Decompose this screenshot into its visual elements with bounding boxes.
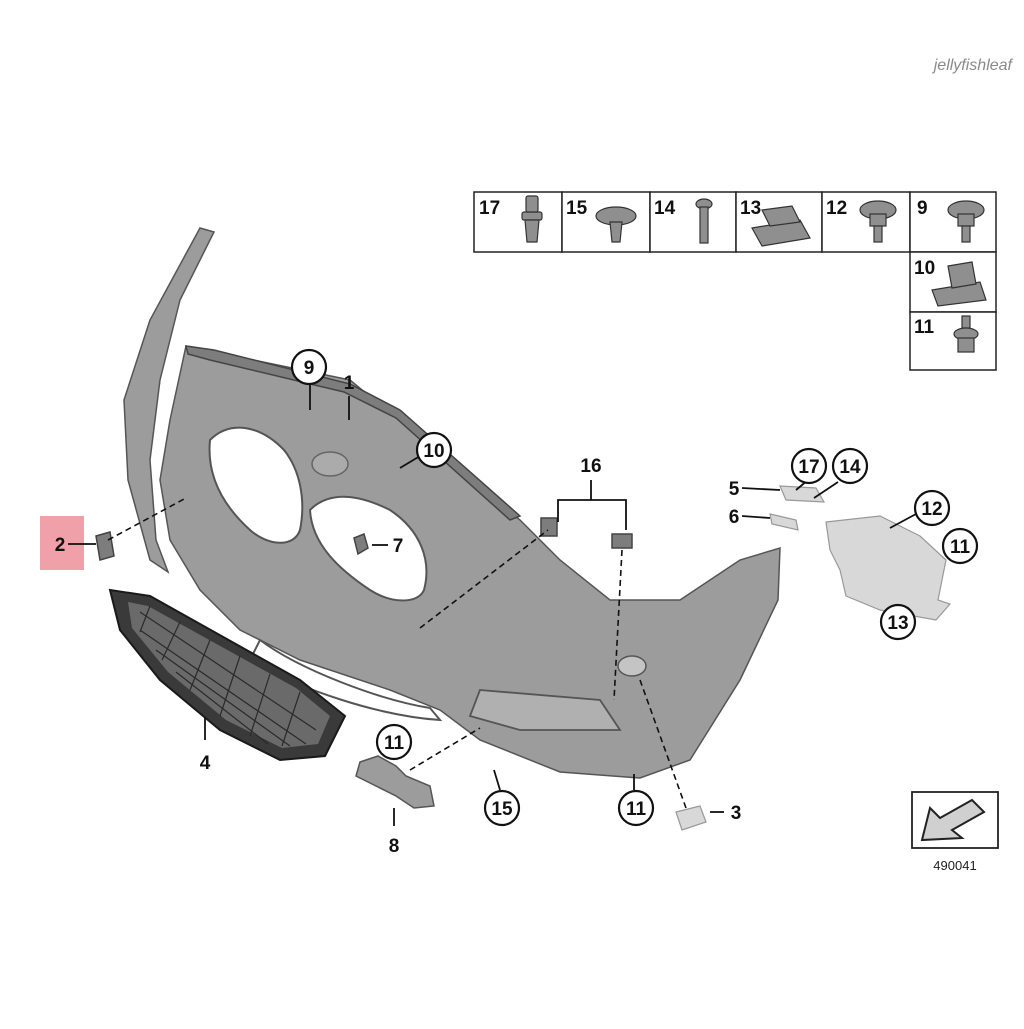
mount-bracket [355, 755, 435, 809]
clip-part [353, 532, 369, 556]
callout-label: 11 [384, 733, 405, 754]
hw-label: 9 [917, 198, 928, 219]
callout-label: 14 [839, 457, 861, 478]
hw-cell-9 [909, 191, 997, 253]
callout-circle [290, 348, 328, 386]
callout-circle [913, 489, 951, 527]
hw-label: 17 [479, 198, 500, 219]
callout-label: 4 [200, 753, 211, 774]
callout-label: 9 [304, 358, 315, 379]
cap-part [95, 531, 115, 561]
callout-label: 11 [950, 537, 971, 558]
screw-icon [695, 198, 713, 244]
callout-circle [483, 789, 521, 827]
hw-cell-14 [649, 191, 737, 253]
bolt-icon [953, 315, 979, 353]
callout-circle [415, 431, 453, 469]
hw-label: 15 [566, 198, 588, 219]
hardware-table: 17 15 14 13 12 9 10 11 [473, 191, 997, 371]
push-clip-icon [595, 206, 637, 243]
callout-label: 7 [393, 536, 404, 557]
callout-label: 13 [887, 613, 908, 634]
bolt-part [769, 513, 799, 531]
hw-label: 14 [654, 198, 676, 219]
direction-box: 490041 [911, 791, 999, 873]
bolt-icon [859, 200, 897, 243]
hw-label: 13 [740, 198, 761, 219]
hw-cell-11 [909, 311, 997, 371]
clip-nut-icon [751, 205, 811, 247]
bracket-part [540, 517, 558, 537]
callout-label: 12 [921, 499, 942, 520]
leader-lines [68, 384, 917, 826]
front-bumper [123, 227, 781, 779]
highlight-box [40, 516, 84, 570]
spring-clip-icon [931, 261, 987, 307]
hw-cell-17 [473, 191, 563, 253]
tow-cover [675, 805, 707, 831]
callout-label: 6 [729, 507, 740, 528]
lower-grille [108, 588, 347, 762]
callout-label: 1 [344, 373, 355, 394]
callout-label: 17 [798, 457, 819, 478]
diagram-code: 490041 [933, 858, 976, 873]
hw-label: 12 [826, 198, 847, 219]
callouts: 9 1 10 16 2 7 4 11 8 15 11 3 5 6 17 14 1… [55, 348, 979, 857]
watermark-text: jellyfishleaf [932, 57, 1014, 74]
callout-label: 10 [423, 441, 444, 462]
callout-label: 2 [55, 535, 66, 556]
rivet-icon [521, 195, 543, 243]
hw-label: 10 [914, 258, 935, 279]
callout-label: 5 [729, 479, 740, 500]
bolt-icon [947, 200, 985, 243]
callout-circle [831, 447, 869, 485]
strip-part [779, 485, 826, 503]
callout-circle [790, 447, 828, 485]
callout-label: 15 [491, 799, 513, 820]
bracket-part [611, 533, 633, 549]
callout-circle [879, 603, 917, 641]
direction-arrow-icon [920, 798, 986, 842]
side-bracket [825, 515, 952, 621]
callout-circle [375, 723, 413, 761]
callout-circle [617, 789, 655, 827]
hw-label: 11 [914, 317, 935, 338]
callout-label: 11 [626, 799, 647, 820]
hw-cell-12 [821, 191, 911, 253]
callout-label: 8 [389, 836, 400, 857]
callout-label: 16 [580, 456, 601, 477]
callout-circle [941, 527, 979, 565]
callout-label: 3 [731, 803, 742, 824]
